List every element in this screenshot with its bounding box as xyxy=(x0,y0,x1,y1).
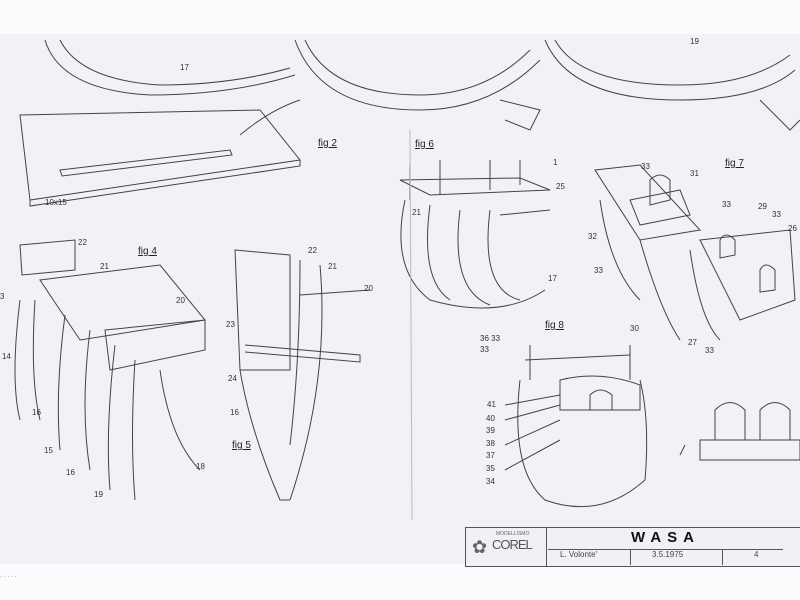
part-number-label: 14 xyxy=(2,352,11,361)
fig4-section-drawing xyxy=(14,239,206,501)
part-number-label: 17 xyxy=(180,63,189,72)
part-number-label: 19 xyxy=(94,490,103,499)
part-number-label: 19 xyxy=(690,37,699,46)
part-number-label: 20 xyxy=(364,284,373,293)
sheet-number: 4 xyxy=(754,550,759,559)
part-number-label: 20 xyxy=(176,296,185,305)
part-number-label: 21 xyxy=(412,208,421,217)
part-number-label: 25 xyxy=(556,182,565,191)
fig4-label: fig 4 xyxy=(138,246,157,257)
part-number-label: 33 xyxy=(722,200,731,209)
author: L. Volonte' xyxy=(548,550,631,565)
fig5-section-drawing xyxy=(234,249,371,501)
fig6-label: fig 6 xyxy=(415,139,434,150)
fig6-section-drawing xyxy=(399,160,551,309)
part-number-label: 15 xyxy=(44,446,53,455)
part-number-label: 17 xyxy=(548,274,557,283)
part-number-label: 33 xyxy=(772,210,781,219)
part-number-label: 3 xyxy=(0,292,5,301)
part-number-label: 24 xyxy=(228,374,237,383)
fig7-section-drawing xyxy=(594,164,796,341)
part-number-label: 29 xyxy=(758,202,767,211)
fig3-hull-drawing xyxy=(544,39,800,131)
hull-side-drawing xyxy=(19,39,301,207)
part-number-label: 37 xyxy=(486,451,495,460)
part-number-label: 23 xyxy=(226,320,235,329)
fig5-label: fig 5 xyxy=(232,440,251,451)
logo-brand: COREL xyxy=(492,537,533,552)
fig7-label: fig 7 xyxy=(725,158,744,169)
part-number-label: 22 xyxy=(78,238,87,247)
part-number-label: 41 xyxy=(487,400,496,409)
fig2-frames-drawing xyxy=(294,39,541,131)
part-number-label: 39 xyxy=(486,426,495,435)
detail-drawing xyxy=(679,402,800,461)
part-number-label: 10x15 xyxy=(45,198,67,207)
part-number-label: 33 xyxy=(480,345,489,354)
part-number-label: 1 xyxy=(553,158,558,167)
part-number-label: 33 xyxy=(641,162,650,171)
footnote: · · · · · xyxy=(0,574,17,580)
part-number-label: 31 xyxy=(690,169,699,178)
part-number-label: 33 xyxy=(705,346,714,355)
part-number-label: 40 xyxy=(486,414,495,423)
part-number-label: 18 xyxy=(196,462,205,471)
part-number-label: 21 xyxy=(328,262,337,271)
part-number-label: 30 xyxy=(630,324,639,333)
part-number-label: 35 xyxy=(486,464,495,473)
date: 3.5.1975 xyxy=(632,550,723,565)
part-number-label: 32 xyxy=(588,232,597,241)
model-name: WASA xyxy=(548,529,783,550)
title-block: ✿ MODELLISMO COREL WASA L. Volonte' 3.5.… xyxy=(465,527,800,567)
technical-drawings xyxy=(14,39,800,521)
corel-logo: ✿ MODELLISMO COREL xyxy=(466,528,547,566)
part-number-label: 38 xyxy=(486,439,495,448)
part-number-label: 36 33 xyxy=(480,334,501,343)
fold-line xyxy=(409,129,413,521)
logo-subtitle: MODELLISMO xyxy=(496,531,530,537)
part-number-label: 33 xyxy=(594,266,603,275)
fig2-label: fig 2 xyxy=(318,138,337,149)
fig8-section-drawing xyxy=(504,345,648,508)
part-number-label: 16 xyxy=(66,468,75,477)
part-number-label: 22 xyxy=(308,246,317,255)
plan-sheet: fig 2 fig 4 fig 5 fig 6 fig 7 fig 8 17 10… xyxy=(0,34,800,580)
part-number-label: 34 xyxy=(486,477,495,486)
logo-icon: ✿ xyxy=(472,537,488,557)
part-number-label: 26 xyxy=(788,224,797,233)
part-number-label: 21 xyxy=(100,262,109,271)
part-number-label: 16 xyxy=(32,408,41,417)
part-number-label: 27 xyxy=(688,338,697,347)
fig8-label: fig 8 xyxy=(545,320,564,331)
part-number-label: 16 xyxy=(230,408,239,417)
